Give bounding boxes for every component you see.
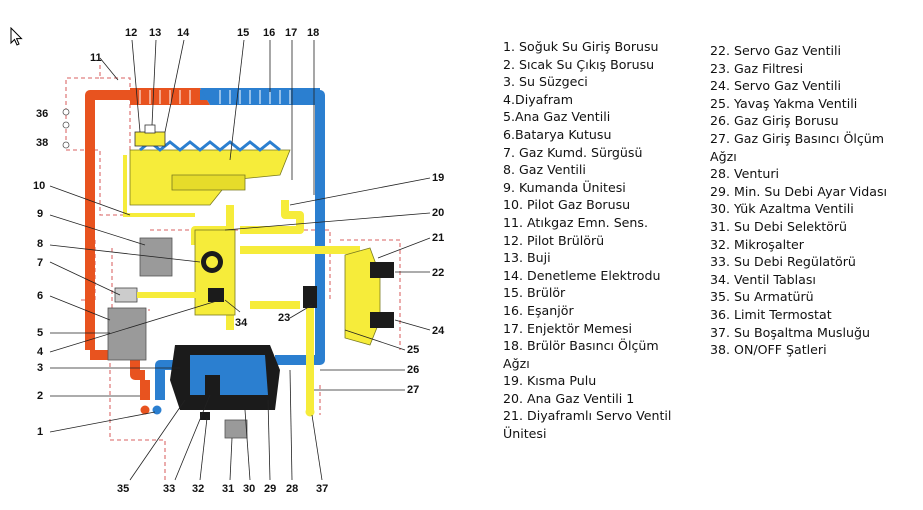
callout-36: 36 bbox=[36, 108, 48, 120]
legend-item: 4.Diyafram bbox=[503, 91, 573, 107]
callout-1: 1 bbox=[37, 426, 43, 438]
legend-item: 23. Gaz Filtresi bbox=[710, 60, 804, 76]
legend-item: 20. Ana Gaz Ventili 1 bbox=[503, 390, 635, 406]
callout-27: 27 bbox=[407, 384, 419, 396]
callout-33: 33 bbox=[163, 483, 175, 495]
callout-34: 34 bbox=[235, 317, 248, 329]
legend-item: Ağzı bbox=[503, 355, 530, 371]
hot-outlet-icon bbox=[140, 405, 150, 415]
callout-32: 32 bbox=[192, 483, 204, 495]
mouse-cursor-icon bbox=[10, 27, 23, 46]
callout-3: 3 bbox=[37, 362, 43, 374]
pilot-gas-pipe bbox=[123, 155, 195, 217]
legend-item: 36. Limit Termostat bbox=[710, 306, 832, 322]
legend-item: 21. Diyaframlı Servo Ventil bbox=[503, 408, 672, 424]
legend-item: 25. Yavaş Yakma Ventili bbox=[710, 95, 858, 111]
leader-lines bbox=[49, 39, 431, 481]
gas-control-valve bbox=[194, 229, 236, 316]
legend-item: 9. Kumanda Ünitesi bbox=[503, 179, 626, 195]
legend-item: 22. Servo Gaz Ventili bbox=[710, 43, 842, 58]
water-armature bbox=[170, 345, 280, 439]
legend-item: Ünitesi bbox=[503, 426, 547, 442]
callout-17: 17 bbox=[285, 27, 297, 39]
callout-21: 21 bbox=[432, 232, 444, 244]
burner-assembly bbox=[129, 149, 291, 206]
callout-19: 19 bbox=[432, 172, 444, 184]
legend-item: 6.Batarya Kutusu bbox=[503, 126, 612, 142]
callout-2: 2 bbox=[37, 390, 43, 402]
callout-11: 11 bbox=[90, 52, 102, 64]
legend-item: 3. Su Süzgeci bbox=[503, 74, 588, 90]
callout-9: 9 bbox=[37, 208, 43, 220]
legend-item: 32. Mikroşalter bbox=[710, 236, 804, 252]
legend-item: 5.Ana Gaz Ventili bbox=[503, 109, 611, 125]
legend-column-2: 22. Servo Gaz Ventili 23. Gaz Filtresi 2… bbox=[710, 42, 887, 359]
callout-23: 23 bbox=[278, 312, 290, 324]
callout-26: 26 bbox=[407, 364, 419, 376]
legend-item: 33. Su Debi Regülatörü bbox=[710, 254, 856, 270]
callout-13: 13 bbox=[149, 27, 161, 39]
legend-item: 16. Eşanjör bbox=[503, 302, 574, 318]
legend-item: 27. Gaz Giriş Basıncı Ölçüm bbox=[710, 130, 885, 146]
callout-31: 31 bbox=[222, 483, 234, 495]
legend-item: 11. Atıkgaz Emn. Sens. bbox=[503, 214, 648, 230]
legend-item: 17. Enjektör Memesi bbox=[503, 320, 633, 336]
cold-inlet-icon bbox=[152, 405, 162, 415]
legend-item: 15. Brülör bbox=[503, 285, 566, 301]
legend-item: 1. Soğuk Su Giriş Borusu bbox=[503, 39, 659, 54]
legend-item: 26. Gaz Giriş Borusu bbox=[710, 113, 839, 129]
main-gas-valve bbox=[114, 287, 199, 303]
callout-24: 24 bbox=[432, 325, 445, 337]
callout-37: 38 bbox=[36, 137, 48, 149]
callout-14: 14 bbox=[177, 27, 190, 39]
legend-item: 29. Min. Su Debi Ayar Vidası bbox=[710, 183, 888, 199]
legend-item: 10. Pilot Gaz Borusu bbox=[503, 197, 631, 213]
callout-20: 20 bbox=[432, 207, 444, 219]
callout-8: 8 bbox=[37, 238, 43, 250]
callout-4: 4 bbox=[37, 346, 44, 358]
gas-inlet-icon bbox=[305, 407, 315, 417]
callout-6: 6 bbox=[37, 290, 43, 302]
callout-5: 5 bbox=[37, 327, 43, 339]
water-heater-diagram: 1 2 3 4 5 6 7 8 9 10 11 12 13 14 15 16 1… bbox=[33, 27, 445, 495]
legend-item: 37. Su Boşaltma Musluğu bbox=[710, 324, 870, 340]
callout-7: 7 bbox=[37, 257, 43, 269]
callout-22: 22 bbox=[432, 267, 444, 279]
heat-exchanger-fins bbox=[139, 90, 291, 104]
callout-30: 30 bbox=[243, 483, 255, 495]
legend-item: 31. Su Debi Selektörü bbox=[710, 218, 848, 234]
callout-12: 12 bbox=[125, 27, 137, 39]
limit-thermostat bbox=[62, 108, 70, 149]
callout-25: 25 bbox=[407, 344, 419, 356]
legend-item: 13. Buji bbox=[503, 250, 551, 266]
callout-numbers: 1 2 3 4 5 6 7 8 9 10 11 12 13 14 15 16 1… bbox=[33, 27, 445, 495]
callout-29: 29 bbox=[264, 483, 276, 495]
callout-18: 18 bbox=[307, 27, 319, 39]
servo-valve-unit bbox=[303, 247, 394, 346]
legend-item: 8. Gaz Ventili bbox=[503, 162, 586, 178]
legend-item: 28. Venturi bbox=[710, 166, 779, 182]
callout-38: 37 bbox=[316, 483, 328, 495]
legend-item: 35. Su Armatürü bbox=[710, 289, 814, 305]
legend-item: Ağzı bbox=[710, 148, 737, 164]
burner-flames bbox=[139, 140, 281, 152]
legend-item: 19. Kısma Pulu bbox=[503, 373, 597, 389]
callout-28: 28 bbox=[286, 483, 298, 495]
battery-box bbox=[107, 307, 147, 361]
legend-column-1: 1. Soğuk Su Giriş Borusu 2. Sıcak Su Çık… bbox=[503, 38, 671, 443]
legend-item: 2. Sıcak Su Çıkış Borusu bbox=[503, 56, 655, 72]
legend-item: 24. Servo Gaz Ventili bbox=[710, 78, 842, 94]
callout-10: 10 bbox=[33, 180, 45, 192]
legend-item: 30. Yük Azaltma Ventili bbox=[710, 201, 854, 217]
legend-item: 12. Pilot Brülörü bbox=[503, 232, 605, 248]
legend-item: 18. Brülör Basıncı Ölçüm bbox=[503, 338, 659, 354]
legend-item: 38. ON/OFF Şatleri bbox=[710, 342, 827, 358]
legend-item: 7. Gaz Kumd. Sürgüsü bbox=[503, 144, 643, 160]
callout-16: 16 bbox=[263, 27, 275, 39]
pilot-burner bbox=[134, 124, 166, 147]
legend-item: 34. Ventil Tablası bbox=[710, 271, 816, 287]
legend-item: 14. Denetleme Elektrodu bbox=[503, 267, 661, 283]
callout-35: 35 bbox=[117, 483, 129, 495]
callout-15: 15 bbox=[237, 27, 249, 39]
